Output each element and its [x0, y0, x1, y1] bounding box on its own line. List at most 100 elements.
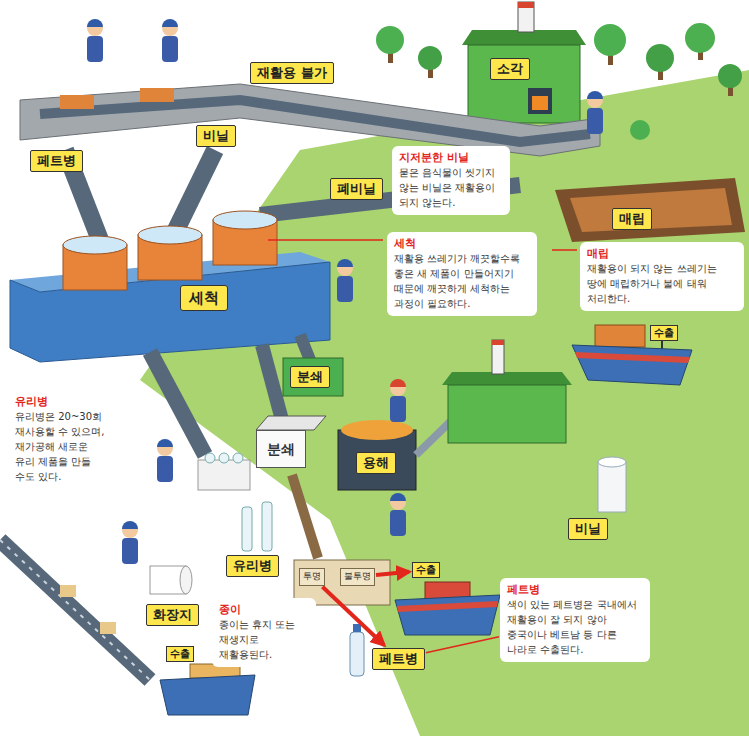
worker-cap — [390, 493, 406, 501]
chute — [292, 475, 318, 558]
molten-plastic — [341, 420, 413, 440]
leader-line — [268, 239, 383, 241]
glass-bottle — [262, 502, 272, 551]
sign-board: 유리병 — [226, 555, 279, 577]
worker — [390, 379, 406, 422]
sign-board: 비닐 — [196, 125, 236, 147]
sign-label: 비닐 — [203, 127, 229, 145]
sign-label: 수출 — [654, 326, 674, 340]
paper-box — [60, 585, 76, 597]
chimney-band — [518, 2, 534, 8]
callout-box: 종이종이는 휴지 또는 재생지로 재활용된다. — [212, 598, 316, 667]
worker — [337, 259, 353, 302]
worker — [162, 19, 178, 62]
worker-body — [87, 36, 103, 62]
callout-box: 지저분한 비닐묻은 음식물이 씻기지 않는 비닐은 재활용이 되지 않는다. — [392, 146, 510, 215]
bottle — [233, 453, 243, 463]
bottle-crate — [198, 460, 250, 490]
worker-body — [162, 36, 178, 62]
bin — [60, 95, 94, 109]
chimney-band — [492, 340, 504, 345]
worker-cap — [87, 19, 103, 27]
worker — [122, 521, 138, 564]
wash-water — [63, 236, 127, 254]
bottle — [205, 453, 215, 463]
sign-label: 페트병 — [37, 152, 76, 170]
bin — [140, 88, 174, 102]
crusher-machine — [283, 358, 343, 396]
sign-label: 유리병 — [233, 557, 272, 575]
sign-board: 폐비닐 — [330, 178, 383, 200]
conveyor-belt — [40, 100, 590, 142]
worker-head — [157, 440, 173, 456]
chimney — [492, 340, 504, 374]
wash-water — [138, 226, 202, 244]
conveyor-bridge — [20, 84, 600, 156]
paper-box — [100, 622, 116, 634]
sign-board: 재활용 불가 — [250, 62, 334, 84]
chimney — [518, 2, 534, 32]
sign-board: 용해 — [356, 452, 396, 474]
sign-board: 페트병 — [372, 648, 425, 670]
sign-label: 재활용 불가 — [257, 64, 327, 82]
callout-box: 매립재활용이 되지 않는 쓰레기는 땅에 매립하거나 불에 태워 처리한다. — [580, 242, 744, 311]
callout-title: 세척 — [394, 236, 530, 251]
callout-box: 유리병유리병은 20~30회 재사용할 수 있으며, 재가공해 새로운 유리 제… — [8, 390, 118, 489]
tree — [418, 46, 442, 70]
worker — [587, 91, 603, 134]
worker-body — [122, 538, 138, 564]
callout-body: 종이는 휴지 또는 재생지로 재활용된다. — [219, 617, 309, 662]
callout-title: 지저분한 비닐 — [399, 150, 503, 165]
worker-cap — [122, 521, 138, 529]
sign-label: 폐비닐 — [337, 180, 376, 198]
worker-head — [390, 494, 406, 510]
worker-body — [157, 456, 173, 482]
worker-cap — [157, 439, 173, 447]
sign-label: 소각 — [497, 60, 523, 78]
tree — [685, 23, 715, 53]
worker-body — [390, 396, 406, 422]
ship-stripe — [397, 601, 498, 612]
factory — [448, 385, 566, 443]
leader-line — [426, 637, 499, 653]
factory-roof — [442, 372, 572, 385]
vinyl-roll-top — [598, 457, 626, 467]
bottle — [219, 453, 229, 463]
conveyor-belt — [300, 335, 310, 360]
sign-board: 비닐 — [568, 518, 608, 540]
callout-body: 유리병은 20~30회 재사용할 수 있으며, 재가공해 새로운 유리 제품을 … — [15, 409, 111, 484]
worker-head — [122, 522, 138, 538]
worker-helmet — [390, 379, 406, 387]
pet-cap — [353, 624, 361, 632]
callout-body: 색이 있는 페트병은 국내에서 재활용이 잘 되지 않아 중국이나 베트남 등 … — [507, 597, 643, 657]
conveyor-belt — [175, 150, 215, 232]
worker — [157, 439, 173, 482]
worker-head — [337, 260, 353, 276]
sign-label: 분쇄 — [297, 368, 323, 386]
worker-cap — [587, 91, 603, 99]
sign-label: 불투명 — [344, 571, 371, 583]
wash-water — [213, 211, 277, 229]
sign-board: 매립 — [612, 208, 652, 230]
bin-box: 불투명 — [340, 568, 375, 586]
sign-label: 투명 — [303, 571, 321, 583]
sign-board: 화장지 — [146, 604, 199, 626]
leader-line — [552, 249, 577, 251]
toilet-paper-end — [180, 566, 192, 594]
worker-cap — [162, 19, 178, 27]
glass-bottle — [242, 507, 252, 551]
sign-label: 분쇄 — [267, 440, 295, 458]
ship-cargo — [595, 325, 645, 347]
furnace-fire — [532, 96, 548, 110]
incinerator — [468, 45, 580, 123]
sign-label: 비닐 — [575, 520, 601, 538]
tree — [594, 24, 626, 56]
conveyor-belt — [262, 345, 282, 420]
conveyor-belt — [150, 352, 205, 455]
crusher-box: 분쇄 — [256, 430, 306, 468]
ship-hull — [395, 595, 500, 635]
callout-box: 세척재활용 쓰레기가 깨끗할수록 좋은 새 제품이 만들어지기 때문에 깨끗하게… — [387, 232, 537, 316]
landfill-pit — [555, 178, 745, 242]
